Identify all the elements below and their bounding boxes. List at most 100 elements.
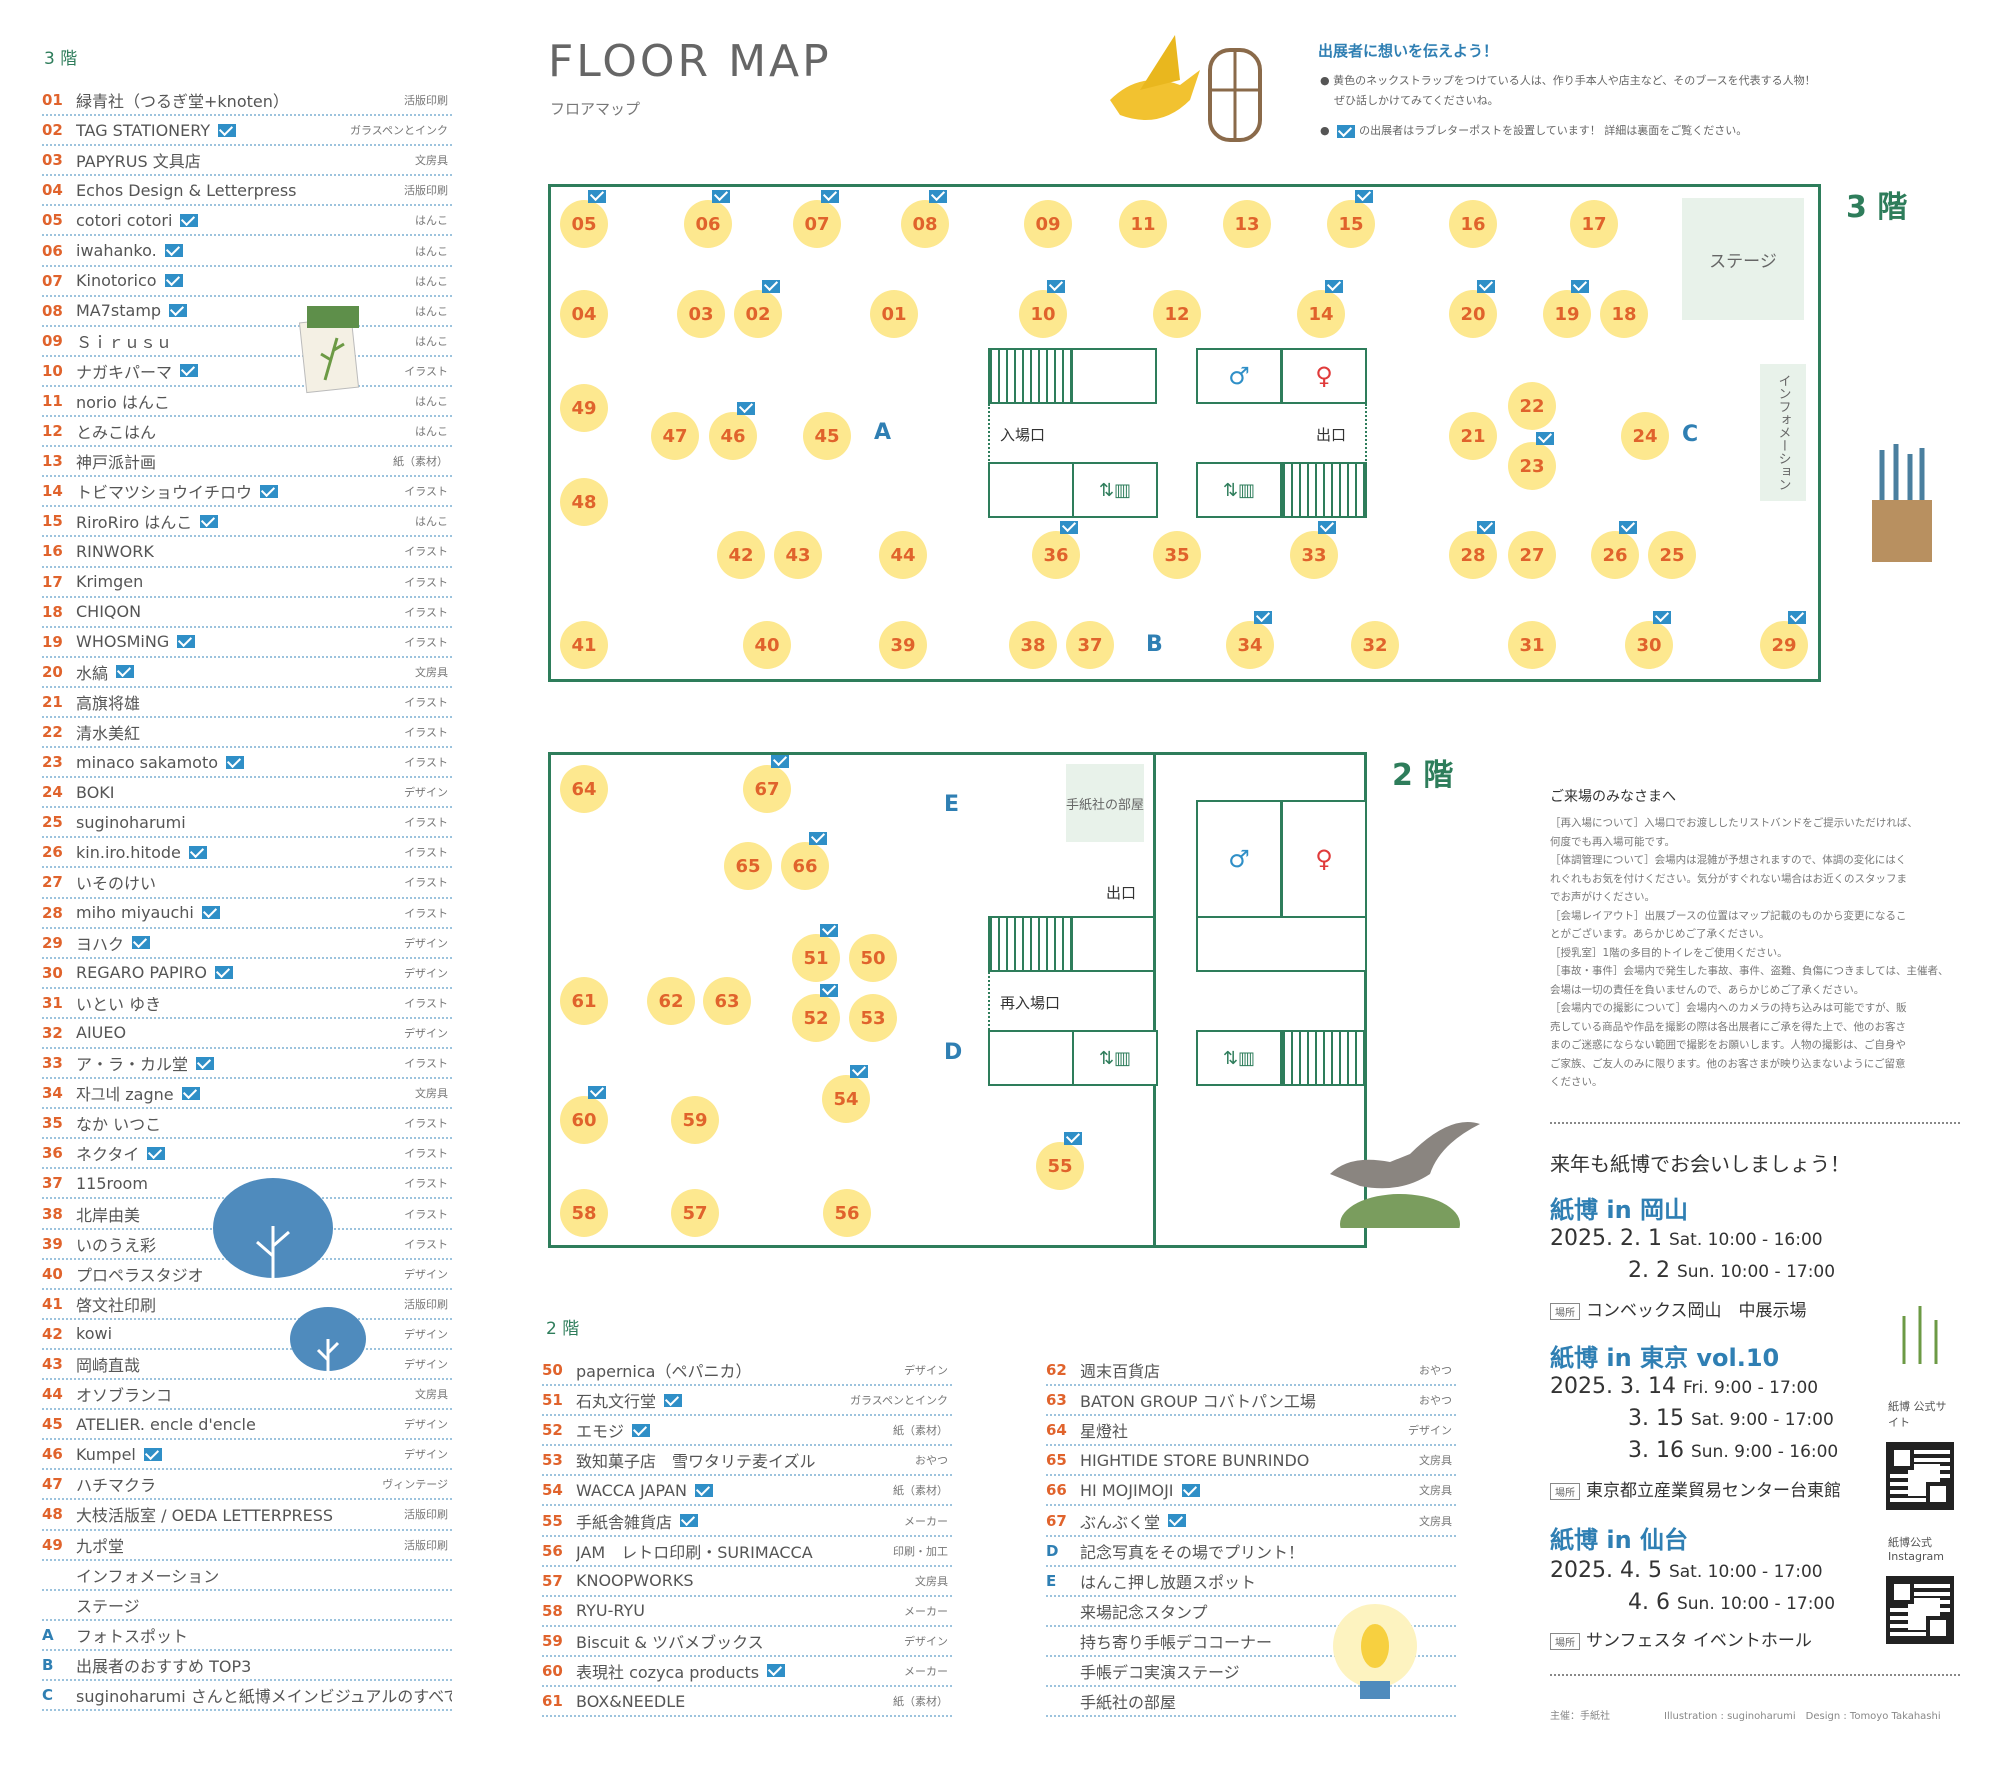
exhibitor-name: RiroRiro はんこ bbox=[76, 513, 193, 533]
booth-65[interactable]: 65 bbox=[724, 842, 772, 890]
booth-13[interactable]: 13 bbox=[1223, 200, 1271, 248]
booth-45[interactable]: 45 bbox=[803, 412, 851, 460]
booth-57[interactable]: 57 bbox=[671, 1189, 719, 1237]
booth-60[interactable]: 60 bbox=[560, 1096, 608, 1144]
exhibitor-name: 水縞 bbox=[76, 663, 109, 683]
booth-66[interactable]: 66 bbox=[781, 842, 829, 890]
event-tokyo-title: 紙博 in 東京 vol.10 bbox=[1550, 1344, 1780, 1372]
exhibitor-name: インフォメーション bbox=[76, 1566, 220, 1586]
booth-08[interactable]: 08 bbox=[901, 200, 949, 248]
booth-number: 27 bbox=[42, 873, 63, 892]
booth-64[interactable]: 64 bbox=[560, 765, 608, 813]
exhibitor-category: イラスト bbox=[404, 876, 448, 890]
booth-22[interactable]: 22 bbox=[1508, 382, 1556, 430]
booth-47[interactable]: 47 bbox=[651, 412, 699, 460]
booth-35[interactable]: 35 bbox=[1153, 531, 1201, 579]
booth-58[interactable]: 58 bbox=[560, 1189, 608, 1237]
booth-63[interactable]: 63 bbox=[703, 977, 751, 1025]
exhibitor-category: 文房具 bbox=[915, 1574, 948, 1588]
exhibitor-name: WHOSMiNG bbox=[76, 632, 170, 652]
booth-24[interactable]: 24 bbox=[1621, 412, 1669, 460]
booth-46[interactable]: 46 bbox=[709, 412, 757, 460]
booth-40[interactable]: 40 bbox=[743, 621, 791, 669]
booth-61[interactable]: 61 bbox=[560, 977, 608, 1025]
booth-31[interactable]: 31 bbox=[1508, 621, 1556, 669]
booth-30[interactable]: 30 bbox=[1625, 621, 1673, 669]
booth-32[interactable]: 32 bbox=[1351, 621, 1399, 669]
booth-36[interactable]: 36 bbox=[1032, 531, 1080, 579]
booth-09[interactable]: 09 bbox=[1024, 200, 1072, 248]
booth-62[interactable]: 62 bbox=[647, 977, 695, 1025]
booth-41[interactable]: 41 bbox=[560, 621, 608, 669]
booth-17[interactable]: 17 bbox=[1570, 200, 1618, 248]
booth-53[interactable]: 53 bbox=[849, 994, 897, 1042]
booth-59[interactable]: 59 bbox=[671, 1096, 719, 1144]
booth-14[interactable]: 14 bbox=[1297, 290, 1345, 338]
booth-44[interactable]: 44 bbox=[879, 531, 927, 579]
qr-website-label: 紙博 公式サイト bbox=[1888, 1400, 1947, 1429]
booth-05[interactable]: 05 bbox=[560, 200, 608, 248]
booth-02[interactable]: 02 bbox=[734, 290, 782, 338]
booth-15[interactable]: 15 bbox=[1327, 200, 1375, 248]
booth-54[interactable]: 54 bbox=[822, 1075, 870, 1123]
booth-39[interactable]: 39 bbox=[879, 621, 927, 669]
visitor-note-line: まのご迷惑にならない範囲で撮影をお願いします。人物の撮影は、ご自身や bbox=[1550, 1039, 1906, 1051]
booth-04[interactable]: 04 bbox=[560, 290, 608, 338]
booth-29[interactable]: 29 bbox=[1760, 621, 1808, 669]
stairs bbox=[1281, 1030, 1367, 1086]
booth-25[interactable]: 25 bbox=[1648, 531, 1696, 579]
booth-01[interactable]: 01 bbox=[870, 290, 918, 338]
booth-33[interactable]: 33 bbox=[1290, 531, 1338, 579]
booth-28[interactable]: 28 bbox=[1449, 531, 1497, 579]
booth-07[interactable]: 07 bbox=[793, 200, 841, 248]
booth-21[interactable]: 21 bbox=[1449, 412, 1497, 460]
mens-restroom-icon: ♂ bbox=[1196, 348, 1282, 404]
exhibitor-name: cotori cotori bbox=[76, 210, 173, 230]
booth-23[interactable]: 23 bbox=[1508, 442, 1556, 490]
room bbox=[988, 462, 1074, 518]
booth-12[interactable]: 12 bbox=[1153, 290, 1201, 338]
booth-16[interactable]: 16 bbox=[1449, 200, 1497, 248]
booth-20[interactable]: 20 bbox=[1449, 290, 1497, 338]
instagram-qr-code[interactable] bbox=[1886, 1576, 1954, 1644]
exhibitor-name: AIUEO bbox=[76, 1023, 127, 1043]
envelope-icon bbox=[1325, 280, 1343, 293]
exhibitor-name: RYU-RYU bbox=[576, 1601, 645, 1621]
envelope-icon bbox=[181, 1086, 200, 1100]
booth-number: 25 bbox=[42, 813, 63, 832]
booth-number: 32 bbox=[42, 1023, 63, 1042]
booth-51[interactable]: 51 bbox=[792, 934, 840, 982]
booth-number: 17 bbox=[42, 572, 63, 591]
booth-42[interactable]: 42 bbox=[717, 531, 765, 579]
booth-52[interactable]: 52 bbox=[792, 994, 840, 1042]
booth-56[interactable]: 56 bbox=[823, 1189, 871, 1237]
booth-67[interactable]: 67 bbox=[743, 765, 791, 813]
booth-49[interactable]: 49 bbox=[560, 384, 608, 432]
booth-43[interactable]: 43 bbox=[774, 531, 822, 579]
booth-50[interactable]: 50 bbox=[849, 934, 897, 982]
booth-03[interactable]: 03 bbox=[677, 290, 725, 338]
booth-number: 06 bbox=[42, 241, 63, 260]
exhibitor-name: 手紙社の部屋 bbox=[1080, 1693, 1177, 1713]
elevator-icon: ⇅▥ bbox=[1072, 1030, 1158, 1086]
booth-number: 58 bbox=[542, 1601, 563, 1620]
booth-34[interactable]: 34 bbox=[1226, 621, 1274, 669]
booth-11[interactable]: 11 bbox=[1119, 200, 1167, 248]
booth-number: 26 bbox=[42, 843, 63, 862]
booth-27[interactable]: 27 bbox=[1508, 531, 1556, 579]
booth-10[interactable]: 10 bbox=[1019, 290, 1067, 338]
booth-48[interactable]: 48 bbox=[560, 478, 608, 526]
booth-19[interactable]: 19 bbox=[1543, 290, 1591, 338]
envelope-icon bbox=[821, 190, 839, 203]
booth-37[interactable]: 37 bbox=[1066, 621, 1114, 669]
booth-18[interactable]: 18 bbox=[1600, 290, 1648, 338]
booth-55[interactable]: 55 bbox=[1036, 1142, 1084, 1190]
booth-26[interactable]: 26 bbox=[1591, 531, 1639, 579]
booth-06[interactable]: 06 bbox=[684, 200, 732, 248]
booth-38[interactable]: 38 bbox=[1009, 621, 1057, 669]
website-qr-code[interactable] bbox=[1886, 1442, 1954, 1510]
exhibitor-name: ハチマクラ bbox=[76, 1476, 157, 1496]
